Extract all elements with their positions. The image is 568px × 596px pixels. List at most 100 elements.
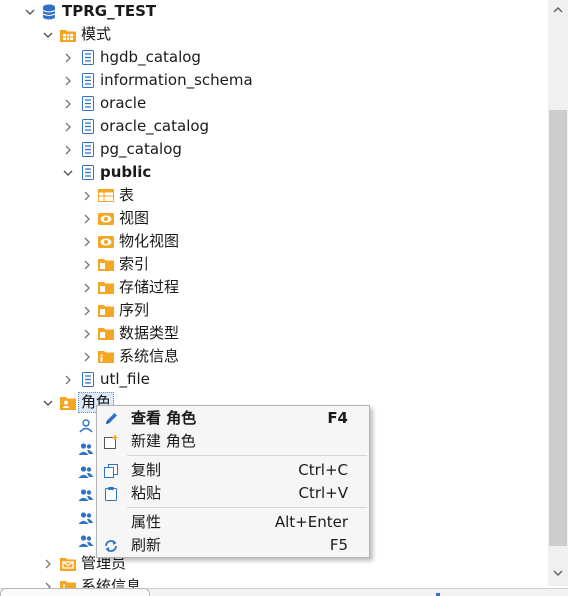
- schemas-folder-label: 模式: [81, 25, 112, 43]
- vertical-scrollbar[interactable]: [548, 0, 568, 586]
- menu-item-paste[interactable]: 粘贴 Ctrl+V: [97, 482, 369, 505]
- scroll-up-icon[interactable]: [548, 0, 568, 20]
- scroll-down-icon[interactable]: [548, 563, 568, 583]
- procedures-label: 存储过程: [119, 278, 180, 296]
- tree-node-roles[interactable]: 角色: [0, 391, 548, 414]
- menu-item-shortcut: Alt+Enter: [274, 513, 348, 531]
- menu-separator: [127, 455, 367, 456]
- tree-node-role[interactable]: [0, 460, 96, 483]
- menu-item-copy[interactable]: 复制 Ctrl+C: [97, 459, 369, 482]
- pencil-icon: [102, 407, 120, 430]
- indexes-label: 索引: [119, 255, 150, 273]
- schema-label: oracle_catalog: [100, 117, 210, 135]
- tree-node-public[interactable]: public: [0, 161, 548, 184]
- chevron-right-icon[interactable]: [81, 276, 93, 299]
- schema-icon: [80, 46, 96, 69]
- chevron-right-icon[interactable]: [62, 115, 74, 138]
- chevron-right-icon[interactable]: [81, 299, 93, 322]
- bottom-tab-strip: [0, 588, 568, 596]
- chevron-down-icon[interactable]: [62, 161, 74, 184]
- tree-node-system-info-root[interactable]: 系统信息: [0, 575, 548, 588]
- tree-node-schemas[interactable]: 模式: [0, 23, 548, 46]
- refresh-icon: [102, 534, 120, 557]
- chevron-right-icon[interactable]: [62, 69, 74, 92]
- chevron-right-icon[interactable]: [81, 345, 93, 368]
- menu-item-label: 查看 角色: [131, 409, 197, 427]
- bottom-tab[interactable]: [0, 588, 150, 596]
- menu-item-label: 新建 角色: [131, 432, 196, 450]
- tree-node-connection[interactable]: TPRG_TEST: [0, 0, 548, 23]
- system-info-root-label: 系统信息: [81, 577, 142, 588]
- tree-node-data-types[interactable]: 数据类型: [0, 322, 548, 345]
- tree-node-schema[interactable]: pg_catalog: [0, 138, 548, 161]
- chevron-right-icon[interactable]: [42, 575, 54, 588]
- chevron-right-icon[interactable]: [81, 230, 93, 253]
- schema-label: information_schema: [100, 71, 253, 89]
- tree-node-schema[interactable]: hgdb_catalog: [0, 46, 548, 69]
- folder-icon: [98, 299, 114, 322]
- chevron-right-icon[interactable]: [62, 92, 74, 115]
- users-icon: [78, 437, 94, 460]
- menu-item-label: 粘贴: [131, 484, 162, 502]
- context-menu: 查看 角色 F4 新建 角色 复制 Ctrl+C 粘贴 Ctrl+V: [96, 405, 370, 558]
- menu-item-properties[interactable]: 属性 Alt+Enter: [97, 511, 369, 534]
- chevron-right-icon[interactable]: [62, 138, 74, 161]
- tree-node-views[interactable]: 视图: [0, 207, 548, 230]
- connection-label: TPRG_TEST: [62, 2, 157, 20]
- tree-node-schema[interactable]: oracle_catalog: [0, 115, 548, 138]
- tree-node-admins[interactable]: 管理员: [0, 552, 548, 575]
- tree-node-system-info[interactable]: 系统信息: [0, 345, 548, 368]
- menu-item-label: 复制: [131, 461, 162, 479]
- table-icon: [98, 184, 114, 207]
- schema-icon: [80, 368, 96, 391]
- menu-item-view-role[interactable]: 查看 角色 F4: [97, 407, 369, 430]
- users-icon: [78, 506, 94, 529]
- tree-node-role[interactable]: [0, 506, 96, 529]
- status-marker: [436, 593, 440, 596]
- tree-node-tables[interactable]: 表: [0, 184, 548, 207]
- tree-node-role[interactable]: [0, 414, 96, 437]
- data-types-label: 数据类型: [119, 324, 180, 342]
- tree-node-sequences[interactable]: 序列: [0, 299, 548, 322]
- roles-label: 角色: [78, 392, 115, 413]
- tree-node-indexes[interactable]: 索引: [0, 253, 548, 276]
- schema-icon: [80, 138, 96, 161]
- navigator-tree: TPRG_TEST 模式 hgdb_catalog: [0, 0, 548, 588]
- chevron-right-icon[interactable]: [81, 207, 93, 230]
- menu-item-refresh[interactable]: 刷新 F5: [97, 534, 369, 557]
- sequences-label: 序列: [119, 301, 150, 319]
- menu-item-label: 属性: [131, 513, 162, 531]
- users-icon: [78, 529, 94, 552]
- tree-node-schema[interactable]: oracle: [0, 92, 548, 115]
- chevron-down-icon[interactable]: [24, 0, 36, 23]
- menu-item-shortcut: Ctrl+V: [298, 484, 348, 502]
- tree-node-materialized-views[interactable]: 物化视图: [0, 230, 548, 253]
- chevron-down-icon[interactable]: [42, 391, 54, 414]
- chevron-right-icon[interactable]: [81, 322, 93, 345]
- new-item-icon: [102, 430, 120, 453]
- chevron-right-icon[interactable]: [81, 184, 93, 207]
- tree-node-role[interactable]: [0, 529, 96, 552]
- menu-item-label: 刷新: [131, 536, 162, 554]
- schema-icon: [80, 161, 96, 184]
- materialized-views-label: 物化视图: [119, 232, 180, 250]
- chevron-down-icon[interactable]: [42, 23, 54, 46]
- tree-node-procedures[interactable]: 存储过程: [0, 276, 548, 299]
- schema-icon: [80, 115, 96, 138]
- admins-folder-icon: [60, 552, 76, 575]
- tree-node-role[interactable]: [0, 437, 96, 460]
- chevron-right-icon[interactable]: [62, 46, 74, 69]
- tables-label: 表: [119, 186, 135, 204]
- schema-label: pg_catalog: [100, 140, 182, 158]
- chevron-right-icon[interactable]: [62, 368, 74, 391]
- chevron-right-icon[interactable]: [81, 253, 93, 276]
- system-info-label: 系统信息: [119, 347, 180, 365]
- tree-node-schema[interactable]: information_schema: [0, 69, 548, 92]
- chevron-right-icon[interactable]: [42, 552, 54, 575]
- scrollbar-thumb[interactable]: [549, 110, 567, 546]
- tree-node-role[interactable]: [0, 483, 96, 506]
- tree-node-schema[interactable]: utl_file: [0, 368, 548, 391]
- schema-label: utl_file: [100, 370, 150, 388]
- menu-item-new-role[interactable]: 新建 角色: [97, 430, 369, 453]
